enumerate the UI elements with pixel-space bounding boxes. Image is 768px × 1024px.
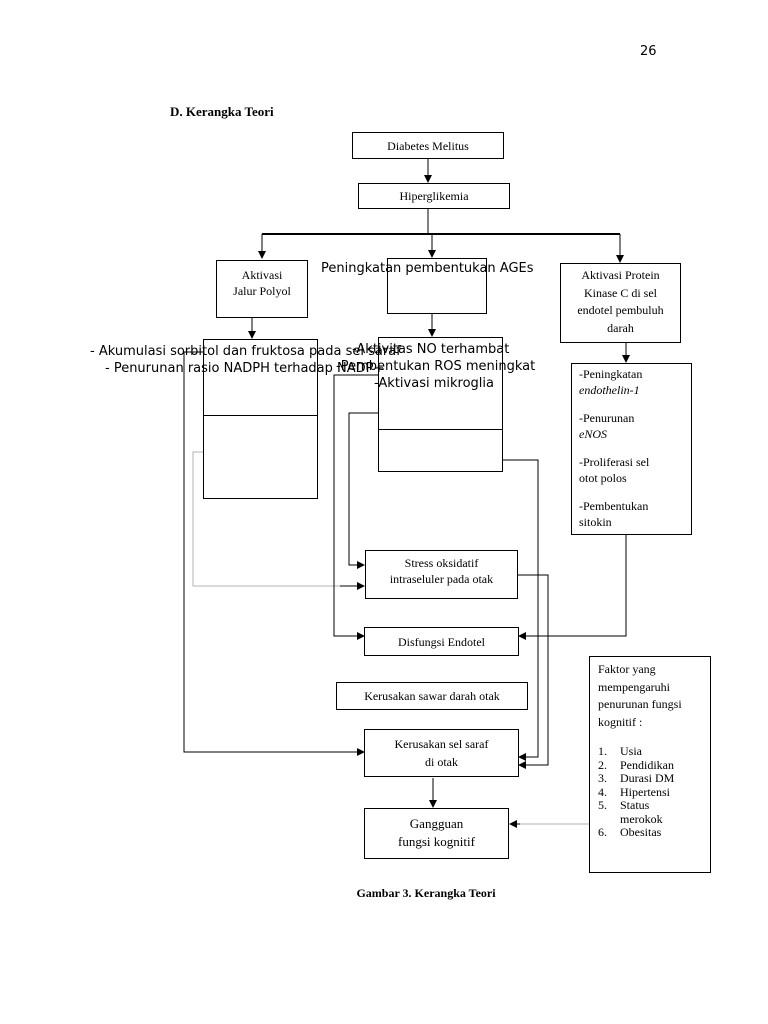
factors-heading-1: Faktor yang: [598, 662, 656, 676]
section-heading: D. Kerangka Teori: [170, 104, 274, 119]
line-ages-saraf: [503, 459, 539, 758]
saraf-line-2: di otak: [425, 755, 458, 769]
factor-item: 6.Obesitas: [598, 825, 662, 839]
line-pkc-disfungsi: [521, 535, 627, 637]
pkc-effect-3b: otot polos: [579, 470, 627, 485]
pkc-effect-2a: -Penurunan: [579, 411, 635, 425]
ages-effect-1: -Aktivitas NO terhambat: [352, 342, 510, 357]
figure-caption: Gambar 3. Kerangka Teori: [356, 886, 496, 900]
node-kerusakan-sawar: Kerusakan sawar darah otak: [336, 682, 528, 710]
pkc-effect-4b: sitokin: [579, 514, 612, 529]
node-gangguan-fungsi-kognitif: Gangguan fungsi kognitif: [364, 808, 509, 859]
factors-box: Faktor yang mempengaruhi penurunan fungs…: [589, 656, 711, 873]
node-hiperglikemia-label: Hiperglikemia: [399, 189, 469, 203]
pkc-effect-2b: eNOS: [579, 426, 607, 441]
ages-effect-3: -Aktivasi mikroglia: [374, 376, 494, 391]
line-polyol-saraf: [183, 351, 356, 753]
factor-item: 5.Status: [598, 798, 650, 812]
stress-line-1: Stress oksidatif: [404, 556, 479, 570]
node-ages-effects: [378, 337, 503, 472]
pkc-effect-1b: endothelin-1: [579, 382, 640, 397]
polyol-effect-2: - Penurunan rasio NADPH terhadap NADP+: [105, 361, 385, 376]
ages-effect-2: -Pembentukan ROS meningkat: [336, 359, 536, 374]
stress-line-2: intraseluler pada otak: [389, 572, 494, 586]
polyol-line-2: Jalur Polyol: [233, 284, 291, 298]
factors-list: 1.Usia 2.Pendidikan 3.Durasi DM 4.Hipert…: [598, 744, 710, 840]
page-number: 26: [640, 44, 657, 59]
node-kerusakan-sel-saraf: Kerusakan sel saraf di otak: [364, 729, 519, 777]
gangguan-line-2: fungsi kognitif: [398, 834, 475, 849]
saraf-line-1: Kerusakan sel saraf: [394, 737, 489, 751]
pkc-effect-3a: -Proliferasi sel: [579, 455, 650, 469]
factor-item: merokok: [620, 811, 663, 826]
gangguan-line-1: Gangguan: [409, 816, 464, 831]
node-jalur-polyol: Aktivasi Jalur Polyol: [216, 260, 308, 318]
node-ages-label: Peningkatan pembentukan AGEs: [321, 261, 534, 276]
node-diabetes-melitus: Diabetes Melitus: [352, 132, 504, 159]
node-disfungsi-endotel: Disfungsi Endotel: [364, 627, 519, 656]
factors-heading-2: mempengaruhi: [598, 679, 670, 694]
pkc-line-3: endotel pembuluh: [577, 303, 664, 317]
pkc-line-1: Aktivasi Protein: [581, 268, 660, 282]
factors-heading-4: kognitif :: [598, 714, 643, 729]
pkc-line-4: darah: [607, 320, 634, 335]
ages-effects-divider: [379, 429, 502, 430]
polyol-effects-divider: [204, 415, 317, 416]
pkc-effect-1a: -Peningkatan: [579, 367, 643, 381]
polyol-effects-text: - Akumulasi sorbitol dan fruktosa pada s…: [90, 343, 401, 377]
disfungsi-label: Disfungsi Endotel: [398, 634, 485, 649]
line-polyol-stress: [192, 451, 364, 587]
polyol-line-1: Aktivasi: [241, 268, 283, 282]
ages-effects-text: -Aktivitas NO terhambat -Pembentukan ROS…: [336, 341, 535, 392]
factor-item: 2.Pendidikan: [598, 757, 674, 772]
factor-item: 1.Usia: [598, 744, 642, 758]
factor-item: 3.Durasi DM: [598, 771, 675, 785]
line-stress-saraf: [518, 574, 549, 766]
polyol-effect-1: - Akumulasi sorbitol dan fruktosa pada s…: [90, 344, 401, 359]
sawar-label: Kerusakan sawar darah otak: [364, 689, 500, 703]
node-diabetes-label: Diabetes Melitus: [387, 138, 469, 153]
node-polyol-effects: [203, 339, 318, 499]
pkc-line-2: Kinase C di sel: [584, 285, 657, 300]
node-protein-kinase-c: Aktivasi Protein Kinase C di sel endotel…: [560, 263, 681, 343]
node-stress-oksidatif: Stress oksidatif intraseluler pada otak: [365, 550, 518, 599]
line-ages-disfungsi: [333, 374, 378, 637]
pkc-effect-4a: -Pembentukan: [579, 499, 649, 513]
node-hiperglikemia: Hiperglikemia: [358, 183, 510, 209]
factors-heading-3: penurunan fungsi: [598, 697, 682, 711]
factor-item: 4.Hipertensi: [598, 784, 670, 799]
line-ages-stress: [348, 412, 378, 566]
node-pkc-effects: -Peningkatan endothelin-1 -Penurunan eNO…: [571, 363, 692, 535]
node-ages: [387, 258, 487, 314]
